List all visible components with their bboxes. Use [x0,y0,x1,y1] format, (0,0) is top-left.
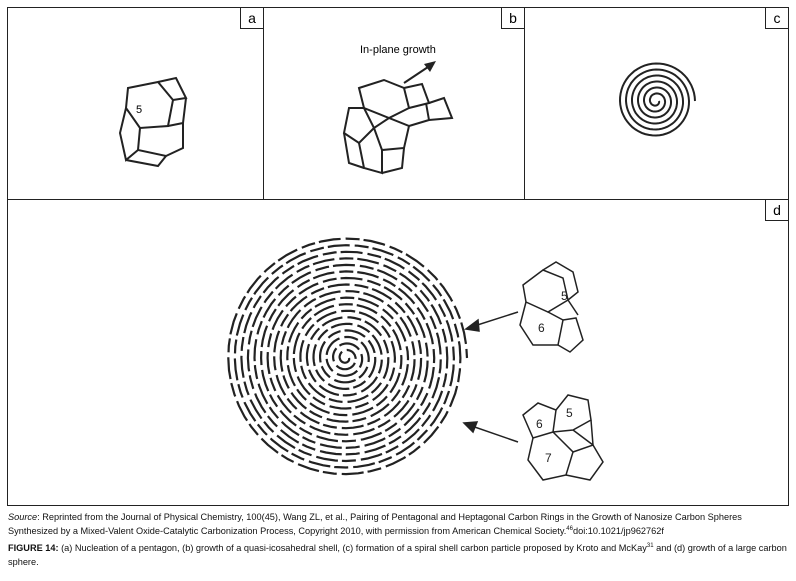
panel-label-c: c [765,7,789,29]
ring-label-5-bottom: 5 [566,406,573,420]
large-carbon-sphere-drawing: 5 6 5 6 7 [227,237,604,481]
source-text: : Reprinted from the Journal of Physical… [8,512,742,536]
panel-b: b In-plane growth [263,7,525,200]
panel-d: d 5 6 5 6 7 [7,199,789,506]
spiral-shell-drawing [618,62,696,137]
caption-text: (a) Nucleation of a pentagon, (b) growth… [58,543,647,553]
figure-caption: FIGURE 14: (a) Nucleation of a pentagon,… [8,541,790,569]
ring-label-6-bottom: 6 [536,417,543,431]
in-plane-growth-label: In-plane growth [360,44,436,56]
caption-text-end: and (d) growth of a large carbon sphere. [8,543,787,567]
source-doi[interactable]: doi:10.1021/jp962762f [572,526,664,536]
panel-label-d: d [765,199,789,221]
source-ref: 46 [566,525,573,532]
source-label: Source [8,512,38,522]
ring-label-6-top: 6 [538,321,545,335]
panel-c: c [524,7,789,200]
pentagon-nucleation-drawing: 5 [118,76,188,168]
ring-label-5-top: 5 [561,289,568,303]
source-note: Source: Reprinted from the Journal of Ph… [8,510,790,538]
caption-label: FIGURE 14: [8,543,59,553]
ring-label-7-bottom: 7 [545,451,552,465]
caption-ref: 31 [646,542,654,549]
panel-a: a 5 [7,7,264,200]
quasi-icosahedral-shell-drawing: In-plane growth [342,44,454,175]
ring-label-5: 5 [136,104,142,116]
